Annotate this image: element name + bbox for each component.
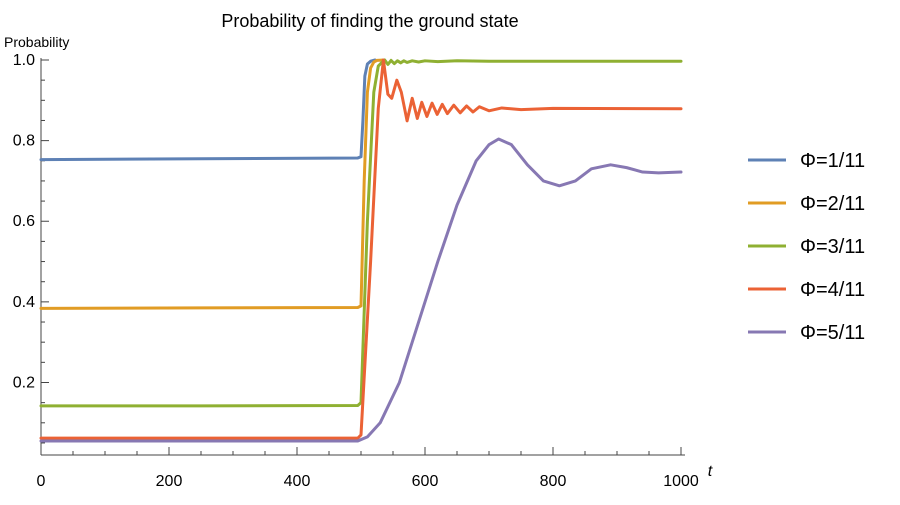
y-tick-label: 1.0 bbox=[13, 52, 35, 69]
x-tick-label: 200 bbox=[156, 473, 183, 490]
chart-title: Probability of finding the ground state bbox=[221, 11, 518, 31]
y-tick-label: 0.2 bbox=[13, 374, 35, 391]
legend-label-4: Φ=4/11 bbox=[800, 279, 865, 301]
series-line-2 bbox=[39, 58, 385, 310]
y-tick-label: 0.4 bbox=[13, 294, 35, 311]
x-tick-label: 0 bbox=[37, 473, 46, 490]
y-axis-label: Probability bbox=[4, 34, 69, 50]
x-tick-label: 1000 bbox=[663, 473, 699, 490]
x-tick-label: 400 bbox=[284, 473, 311, 490]
legend-label-1: Φ=1/11 bbox=[800, 150, 865, 172]
x-axis-label: t bbox=[708, 463, 713, 480]
y-tick-label: 0.8 bbox=[13, 133, 35, 150]
series-line-3 bbox=[39, 58, 683, 408]
series-line-5 bbox=[39, 137, 683, 443]
series-line-1 bbox=[39, 58, 377, 162]
x-tick-label: 600 bbox=[412, 473, 439, 490]
legend-label-3: Φ=3/11 bbox=[800, 236, 865, 258]
legend-label-5: Φ=5/11 bbox=[800, 322, 865, 344]
y-tick-label: 0.6 bbox=[13, 213, 35, 230]
x-tick-label: 800 bbox=[540, 473, 567, 490]
legend-label-2: Φ=2/11 bbox=[800, 193, 865, 215]
series-line-4 bbox=[39, 58, 683, 440]
